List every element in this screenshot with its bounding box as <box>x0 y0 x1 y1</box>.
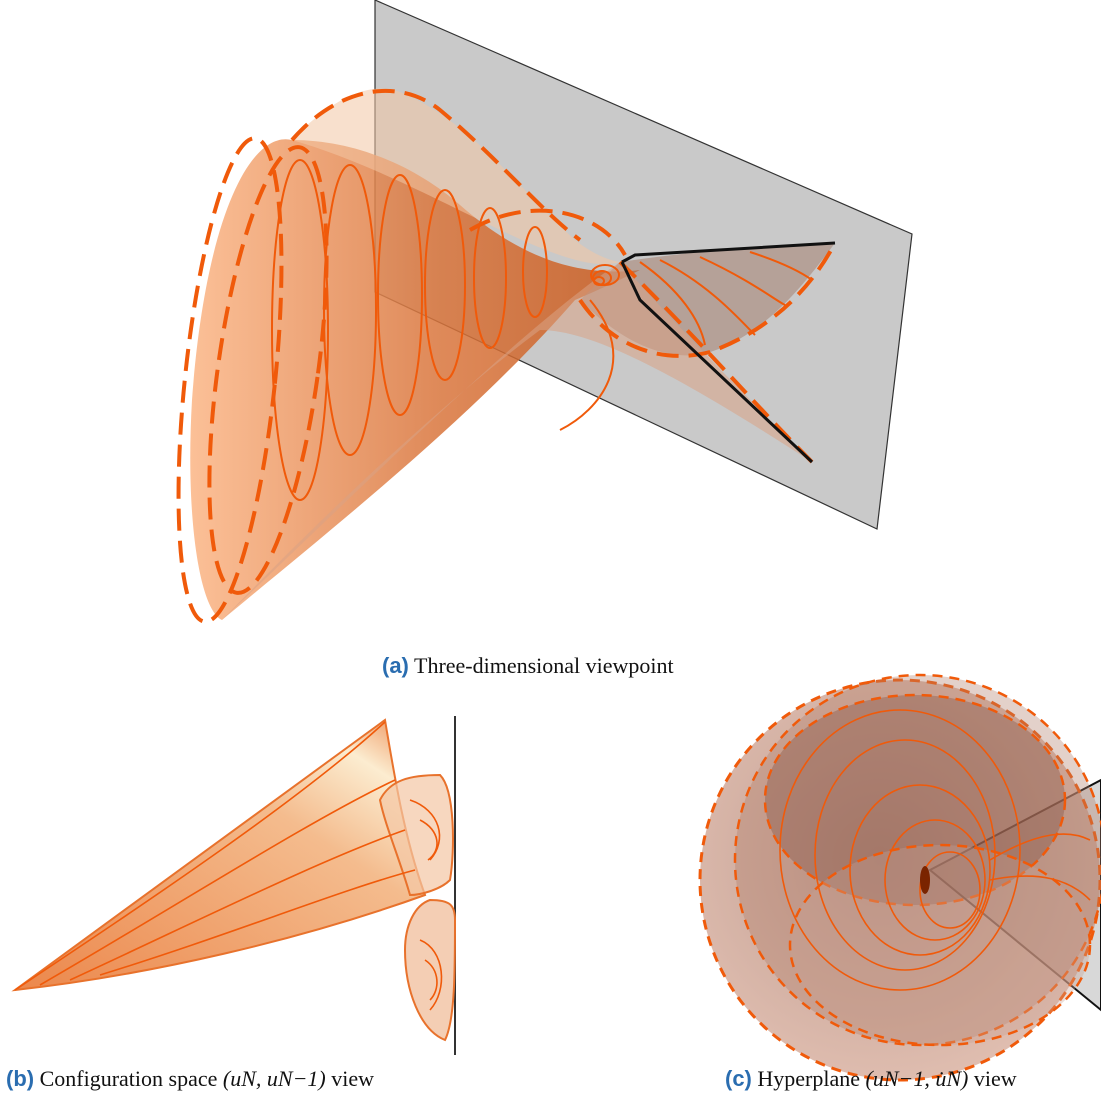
caption-a-text: Three-dimensional viewpoint <box>414 653 674 678</box>
panel-a-dashed-boundaries <box>176 89 837 624</box>
caption-c-suffix: view <box>973 1066 1017 1091</box>
caption-b-label: (b) <box>6 1066 35 1091</box>
caption-c-prefix: Hyperplane <box>757 1066 861 1091</box>
panel-c-hyperplane-view <box>698 673 1101 1082</box>
panel-a-upper-lobe <box>292 88 620 265</box>
panel-c-lower-lobe <box>788 843 1092 1047</box>
caption-b-math: (uN, uN−1) <box>222 1066 326 1091</box>
panel-b-upper-wing <box>378 773 454 897</box>
panel-a-intersection-lines <box>620 241 836 464</box>
caption-c-label: (c) <box>725 1066 752 1091</box>
panel-c-center-point <box>920 866 930 894</box>
panel-a-trajectory-curves <box>271 159 813 501</box>
panel-a-3d-view <box>176 0 913 624</box>
caption-c: (c) Hyperplane (uN−1, u̇N) view <box>725 1066 1017 1092</box>
caption-b-prefix: Configuration space <box>39 1066 218 1091</box>
panel-b-configuration-view <box>11 716 457 1055</box>
panel-a-lower-wing <box>222 262 812 620</box>
caption-b-suffix: view <box>331 1066 375 1091</box>
caption-b: (b) Configuration space (uN, uN−1) view <box>6 1066 374 1092</box>
panel-b-lower-wing <box>403 898 457 1042</box>
caption-c-math: (uN−1, u̇N) <box>865 1066 969 1091</box>
caption-a-label: (a) <box>382 653 409 678</box>
panel-b-wedge-surface <box>11 718 427 992</box>
panel-c-upper-lobe <box>763 693 1067 907</box>
panel-c-trajectory-curves <box>779 709 1091 991</box>
panel-b-trajectory-curves <box>14 721 443 1011</box>
caption-a: (a) Three-dimensional viewpoint <box>382 653 674 679</box>
